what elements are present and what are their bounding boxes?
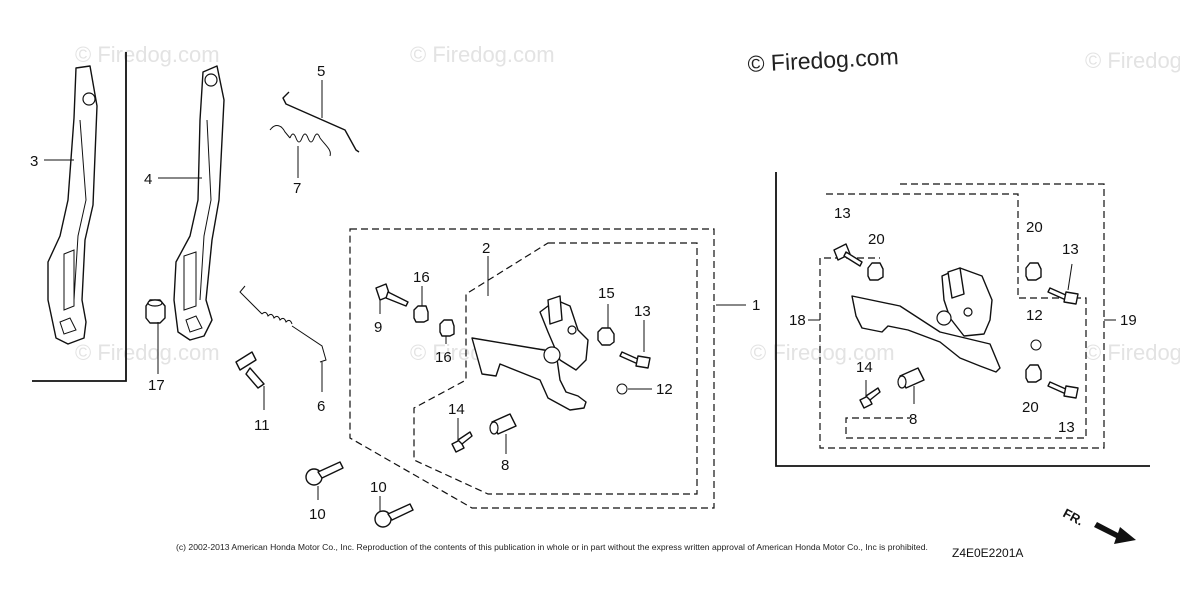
part-14-screw [859,387,881,409]
callout-13: 13 [1058,419,1075,436]
watermark-layer: © Firedog.com © Firedog.com © Firedog.co… [75,42,1180,365]
watermark: © Firedog.com [75,42,220,67]
part-9-bolt [375,283,409,307]
callout-20: 20 [1022,399,1039,416]
part-5-rod [282,91,360,153]
callout-8: 8 [501,457,509,474]
part-13-bolt [619,351,651,369]
front-label: FR. [1061,505,1087,528]
callout-3: 3 [30,153,38,170]
part-8-collar [489,413,517,435]
diagram-code: Z4E0E2201A [952,546,1023,560]
callout-6: 6 [317,398,325,415]
callout-8: 8 [909,411,917,428]
assembly-1-boundary [349,228,715,509]
part-13-bolt [833,243,863,267]
part-11-bolt [235,351,265,389]
callout-13: 13 [834,205,851,222]
callout-7: 7 [293,180,301,197]
callout-12: 12 [1026,307,1043,324]
part-14-screw [451,431,473,453]
callout-17: 17 [148,377,165,394]
callout-14: 14 [856,359,873,376]
callout-16: 16 [413,269,430,286]
callout-11: 11 [254,417,270,434]
callout-16: 16 [435,349,452,366]
front-arrow-icon [1094,522,1136,544]
callout-20: 20 [868,231,885,248]
watermark: © Firedog.com [750,340,895,365]
part-17-nut [145,299,166,324]
part-20-nut [1025,262,1042,281]
assembly-18-boundary [826,193,1087,439]
part-15-nut [597,327,615,346]
callout-4: 4 [144,171,152,188]
copyright-notice: (c) 2002-2013 American Honda Motor Co., … [176,542,928,552]
callout-12: 12 [656,381,673,398]
callout-14: 14 [448,401,465,418]
part-7-spring [269,125,331,157]
callout-18: 18 [789,312,806,329]
callout-10: 10 [309,506,326,523]
callout-20: 20 [1026,219,1043,236]
watermark: © Firedog.com [410,42,555,67]
right-group-frame [775,172,1150,467]
part-12-clip [1030,339,1042,351]
assembly-2-boundary [413,242,698,495]
part-10-bolt [374,503,414,528]
part-12-clip [616,383,628,395]
callout-13: 13 [1062,241,1079,258]
callout-19: 19 [1120,312,1137,329]
callout-9: 9 [374,319,382,336]
callout-5: 5 [317,63,325,80]
part-8-collar [897,367,925,389]
front-direction-indicator: FR. [1061,505,1136,544]
part-20-nut [1025,364,1042,383]
callout-15: 15 [598,285,615,302]
part-20-nut [867,262,884,281]
part-4-control-lever [173,65,225,341]
part-3-control-lever [47,65,98,345]
part-6-spring [239,285,327,363]
part-2-control-base [471,295,589,411]
part-13-bolt [1047,381,1079,399]
watermark-main: © Firedog.com [747,43,899,77]
callout-labels: 3 4 5 7 6 11 17 1 2 9 16 16 15 13 12 14 … [30,63,1137,523]
watermark: © Firedog.com [75,340,220,365]
part-13-bolt [1047,287,1079,305]
left-group-frame [32,52,127,382]
part-16-nut [439,319,455,337]
watermark: © Firedog.com [1085,340,1180,365]
part-10-bolt [305,461,344,486]
callout-10: 10 [370,479,387,496]
leader-lines [44,80,1116,512]
callout-2: 2 [482,240,490,257]
callout-13: 13 [634,303,651,320]
part-16-nut [413,305,429,323]
part-18-control-base-assembly [851,267,1001,373]
assembly-19-boundary [819,183,1105,449]
watermark: © Firedog.com [1085,48,1180,73]
callout-1: 1 [752,297,760,314]
